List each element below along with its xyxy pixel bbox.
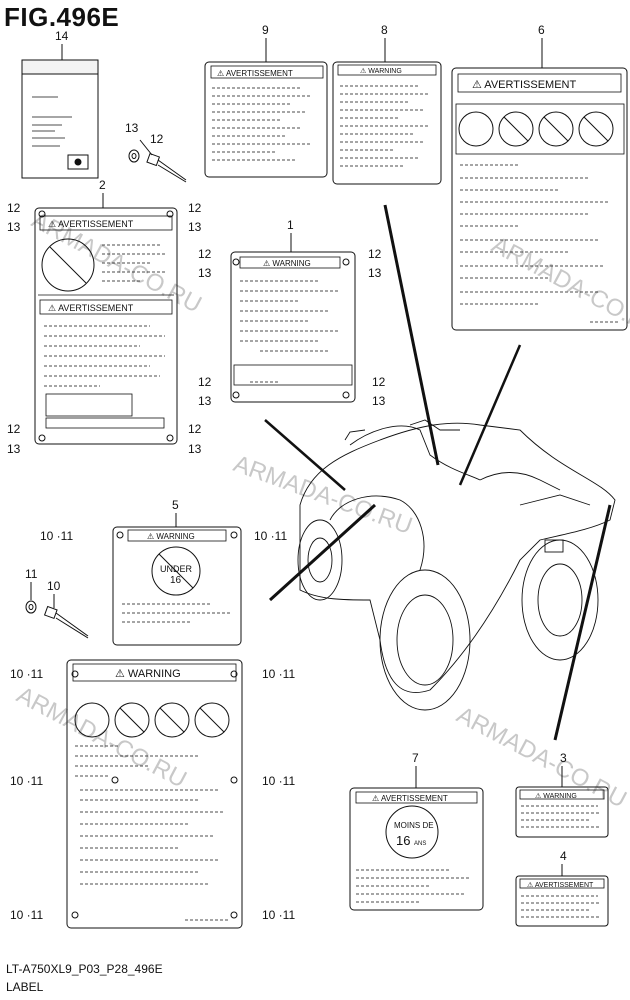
callout-5: 5 (172, 498, 179, 512)
callout-12: 12 (368, 247, 382, 261)
callout-4: 4 (560, 849, 567, 863)
label-8-heading: ⚠ WARNING (360, 67, 402, 75)
label-6-heading: ⚠ AVERTISSEMENT (472, 79, 576, 91)
watermark: ARMADA-CO.RU (487, 231, 630, 343)
callout-13: 13 (125, 121, 139, 135)
callout-6: 6 (538, 23, 545, 37)
label-2-heading-bottom: ⚠ AVERTISSEMENT (48, 303, 134, 313)
callout-10-11: 10 ·11 (262, 908, 295, 922)
label-4-heading: ⚠ AVERTISSEMENT (527, 881, 594, 889)
label-1-fastener-callouts: 12 13 12 13 12 13 12 13 (198, 247, 386, 408)
callout-13: 13 (372, 394, 386, 408)
watermark: ARMADA-CO.RU (230, 450, 416, 540)
callout-13: 13 (188, 220, 202, 234)
label-3-heading: ⚠ WARNING (535, 792, 577, 800)
label-1-heading: ⚠ WARNING (263, 259, 311, 268)
callout-13: 13 (7, 442, 21, 456)
callout-1: 1 (287, 218, 294, 232)
callout-12: 12 (150, 132, 164, 146)
callout-10: 10 (47, 579, 61, 593)
callout-9: 9 (262, 23, 269, 37)
callout-10-11: 10 ·11 (254, 529, 287, 543)
callout-10-11: 10 ·11 (262, 667, 295, 681)
figure-title: FIG.496E (4, 2, 120, 32)
callout-10-11: 10 ·11 (10, 908, 43, 922)
label-9: 9 ⚠ AVERTISSEMENT (204, 23, 328, 178)
callout-10-11: 10 ·11 (10, 667, 43, 681)
callout-10-11: 10 ·11 (262, 774, 295, 788)
figure-code: LT-A750XL9_P03_P28_496E (6, 962, 163, 976)
label-5-lower-panel: ⚠ WARNING (66, 659, 243, 929)
label-3: 3 ⚠ WARNING (515, 751, 609, 838)
label-2: 2 ⚠ AVERTISSEMENT ⚠ AVERTISSEMENT (34, 178, 178, 445)
callout-11: 11 (25, 567, 38, 581)
label-1: 1 ⚠ WARNING (230, 218, 356, 403)
watermarks: ARMADA-CO.RU ARMADA-CO.RU ARMADA-CO.RU A… (12, 206, 630, 813)
callout-2: 2 (99, 178, 106, 192)
callout-12: 12 (198, 247, 212, 261)
callout-13: 13 (368, 266, 382, 280)
callout-14: 14 (55, 29, 69, 43)
label-5-fastener-callouts: 10 ·11 10 ·11 10 ·11 10 ·11 10 ·11 10 ·1… (10, 529, 295, 922)
label-7: 7 ⚠ AVERTISSEMENT MOINS DE 16 ANS (349, 751, 484, 911)
callout-13: 13 (198, 266, 212, 280)
label-5-age: 16 (170, 575, 182, 586)
label-5-lower-heading: ⚠ WARNING (115, 668, 181, 680)
label-2-fastener-callouts: 12 13 12 13 12 13 12 13 (7, 201, 202, 456)
part-14-manual: 14 (21, 29, 99, 179)
callout-12: 12 (7, 422, 21, 436)
callout-7: 7 (412, 751, 419, 765)
label-6: 6 ⚠ AVERTISSEMENT (451, 23, 628, 331)
figure-subtitle: LABEL (6, 980, 44, 994)
label-7-ans: ANS (414, 841, 426, 847)
parts-10-11-fasteners: 11 10 (25, 567, 89, 639)
label-5-under: UNDER (160, 564, 193, 574)
callout-12: 12 (188, 422, 202, 436)
atv-outline (297, 419, 616, 711)
leader-lines (264, 204, 612, 741)
callout-13: 13 (198, 394, 212, 408)
callout-13: 13 (188, 442, 202, 456)
label-7-moins-de: MOINS DE (394, 821, 434, 830)
parts-12-13-fasteners: 13 12 (125, 121, 187, 183)
callout-12: 12 (7, 201, 21, 215)
callout-13: 13 (7, 220, 21, 234)
label-5-heading: ⚠ WARNING (147, 532, 195, 541)
callout-10-11: 10 ·11 (10, 774, 43, 788)
callout-12: 12 (188, 201, 202, 215)
callout-8: 8 (381, 23, 388, 37)
callout-12: 12 (198, 375, 212, 389)
label-7-age: 16 (396, 833, 410, 848)
callout-12: 12 (372, 375, 386, 389)
label-9-heading: ⚠ AVERTISSEMENT (217, 69, 293, 78)
callout-3: 3 (560, 751, 567, 765)
label-4: 4 ⚠ AVERTISSEMENT (515, 849, 609, 927)
label-7-heading: ⚠ AVERTISSEMENT (372, 794, 448, 803)
label-5: 5 ⚠ WARNING UNDER 16 (112, 498, 242, 646)
label-2-heading-top: ⚠ AVERTISSEMENT (48, 219, 134, 229)
label-8: 8 ⚠ WARNING (332, 23, 442, 185)
callout-10-11: 10 ·11 (40, 529, 73, 543)
